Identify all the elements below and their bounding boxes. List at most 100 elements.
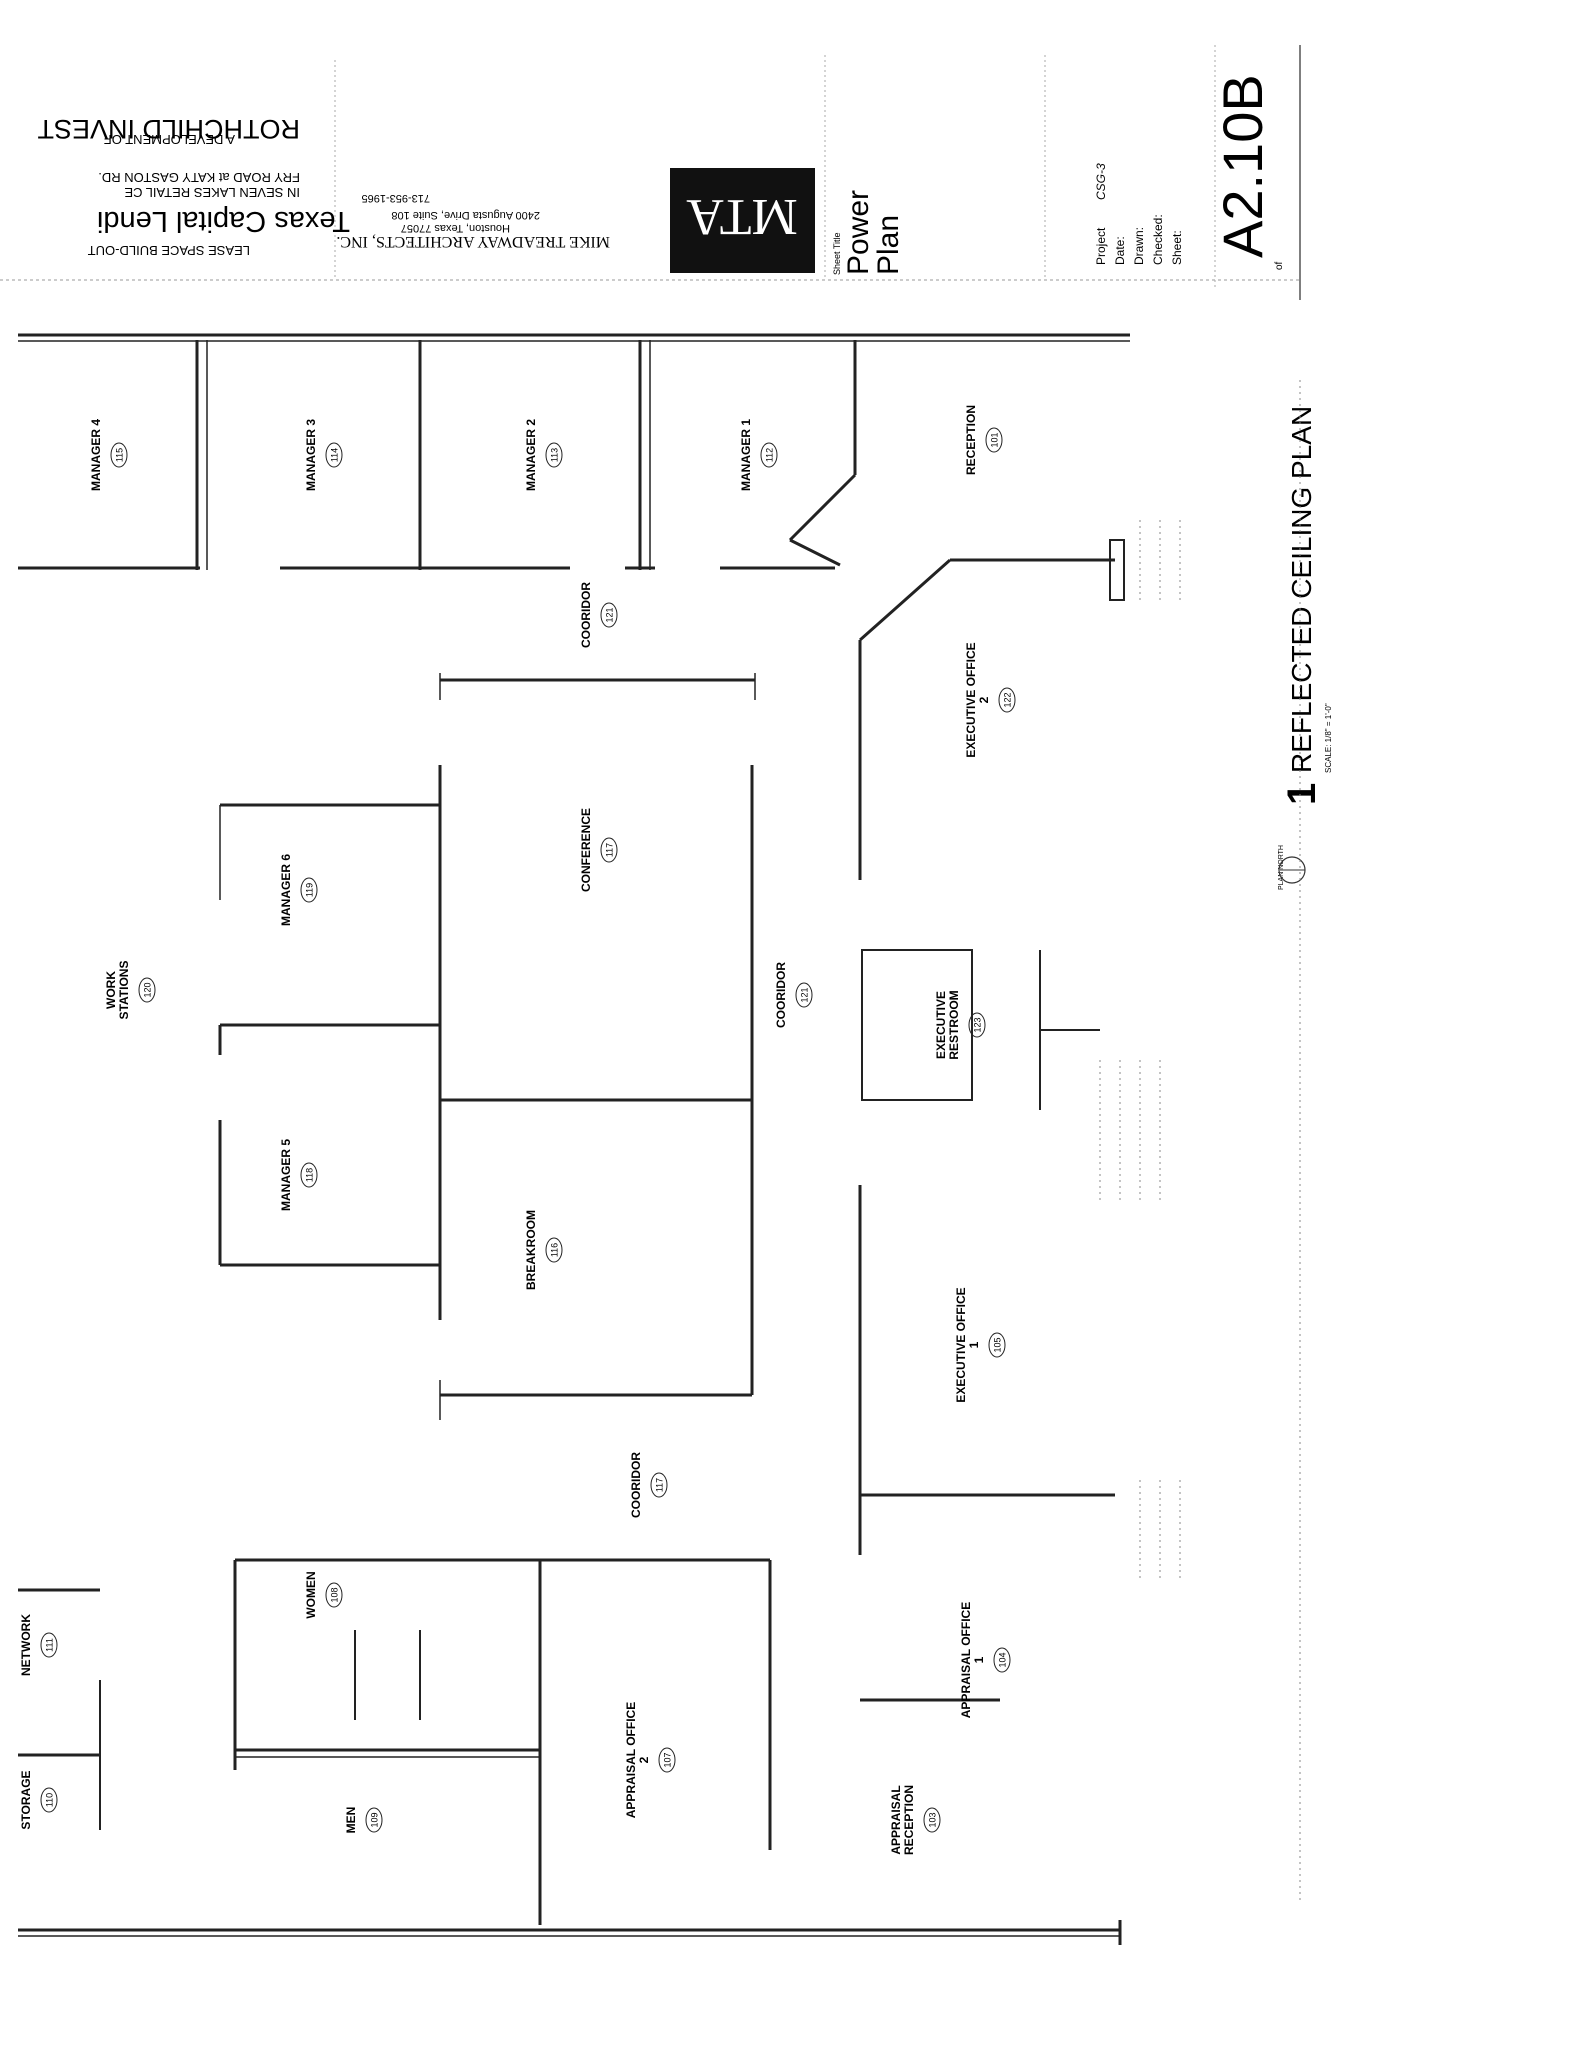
of-label: of	[1274, 261, 1285, 270]
room-number-tag-icon	[923, 1807, 941, 1833]
room-number-tag-icon	[365, 1807, 383, 1833]
room-number-tag-icon	[658, 1747, 676, 1773]
room-number-tag-icon	[325, 1582, 343, 1608]
room-label-storage: STORAGE 110	[19, 1770, 58, 1830]
room-number-tag-icon	[545, 442, 563, 468]
checked-label: Checked:	[1151, 214, 1165, 265]
room-number: 108	[330, 1587, 340, 1602]
sheet-title-line1: Power	[842, 190, 875, 275]
room-number: 105	[993, 1337, 1003, 1352]
room-number-tag-icon	[300, 877, 318, 903]
plan-north-label: PLAN NORTH	[1278, 845, 1285, 890]
room-number: 104	[998, 1652, 1008, 1667]
logo-text: MTA	[686, 188, 798, 245]
ceiling-grid	[1099, 380, 1301, 1900]
room-number: 121	[800, 987, 810, 1002]
room-number-tag-icon	[110, 442, 128, 468]
drawing-title: 1 REFLECTED CEILING PLAN SCALE: 1/8" = 1…	[1278, 406, 1333, 890]
room-number: 122	[1003, 692, 1013, 707]
room-name: 1	[972, 1656, 986, 1663]
room-number-tag-icon	[968, 1012, 986, 1038]
room-number-tag-icon	[300, 1162, 318, 1188]
drawing-title-text: REFLECTED CEILING PLAN	[1286, 406, 1317, 773]
room-name: WOMEN	[304, 1571, 318, 1618]
room-number-tag-icon	[650, 1472, 668, 1498]
room-name: WORK	[104, 971, 118, 1009]
room-name: COORIDOR	[774, 962, 788, 1028]
room-name: APPRAISAL OFFICE	[624, 1702, 638, 1818]
room-name: MANAGER 5	[279, 1139, 293, 1211]
room-name: APPRAISAL	[889, 1785, 903, 1854]
drawing-number: 1	[1280, 783, 1324, 805]
location-line1: IN SEVEN LAKES RETAIL CE	[124, 185, 300, 200]
room-number-tag-icon	[545, 1237, 563, 1263]
room-number: 112	[765, 448, 775, 462]
sheet-number: A2.10B	[1211, 74, 1274, 258]
room-name: MEN	[344, 1807, 358, 1834]
room-number-tag-icon	[138, 977, 156, 1003]
room-name: 2	[637, 1756, 651, 1763]
room-number-tag-icon	[325, 442, 343, 468]
room-number: 110	[45, 1793, 55, 1807]
room-number: 101	[990, 432, 1000, 447]
room-label-reception: RECEPTION 101	[964, 405, 1003, 475]
room-number: 117	[655, 1478, 665, 1492]
room-number: 119	[305, 883, 315, 897]
room-name: RECEPTION	[964, 405, 978, 475]
room-number: 109	[370, 1812, 380, 1827]
room-name: EXECUTIVE OFFICE	[954, 1287, 968, 1402]
room-number: 113	[550, 448, 560, 462]
room-label-corridor2: COORIDOR 121	[774, 962, 813, 1028]
developer-name: ROTHCHILD INVEST	[37, 114, 300, 144]
architect-address2: Houston, Texas 77057	[401, 222, 510, 234]
room-name: CONFERENCE	[579, 808, 593, 892]
room-number-tag-icon	[998, 687, 1016, 713]
room-number: 107	[663, 1752, 673, 1767]
room-number-tag-icon	[40, 1632, 58, 1658]
developer-line: A DEVELOPMENT OF	[104, 132, 235, 147]
room-number-tag-icon	[985, 427, 1003, 453]
architect-phone: 713-953-1965	[361, 192, 430, 204]
room-number: 103	[928, 1812, 938, 1827]
room-name: EXECUTIVE	[934, 991, 948, 1059]
room-number-tag-icon	[40, 1787, 58, 1813]
room-label-men: MEN 109	[344, 1807, 383, 1834]
room-name: BREAKROOM	[524, 1210, 538, 1290]
room-number: 118	[305, 1168, 315, 1182]
sheet-title-label: Sheet Title	[832, 232, 842, 275]
project-label: Project	[1094, 227, 1108, 265]
room-name: NETWORK	[19, 1614, 33, 1676]
room-name: 1	[967, 1341, 981, 1348]
room-number-tag-icon	[993, 1647, 1011, 1673]
room-number-tag-icon	[760, 442, 778, 468]
walls	[18, 333, 1130, 1945]
room-number: 111	[45, 1638, 55, 1652]
room-number: 114	[330, 448, 340, 462]
room-label-network: NETWORK 111	[19, 1614, 58, 1676]
room-name: STATIONS	[117, 961, 131, 1020]
room-name: STORAGE	[19, 1770, 33, 1829]
architect-address1: 2400 Augusta Drive, Suite 108	[391, 209, 540, 221]
room-label-conference: CONFERENCE 117	[579, 808, 618, 892]
location-line2: FRY ROAD at KATY GASTON RD.	[98, 170, 300, 185]
room-number-tag-icon	[600, 602, 618, 628]
drawn-label: Drawn:	[1132, 227, 1146, 265]
room-number: 117	[605, 843, 615, 857]
sheet-title-line2: Plan	[872, 215, 905, 275]
project-value: CSG-3	[1094, 163, 1108, 200]
room-name: RESTROOM	[947, 990, 961, 1059]
